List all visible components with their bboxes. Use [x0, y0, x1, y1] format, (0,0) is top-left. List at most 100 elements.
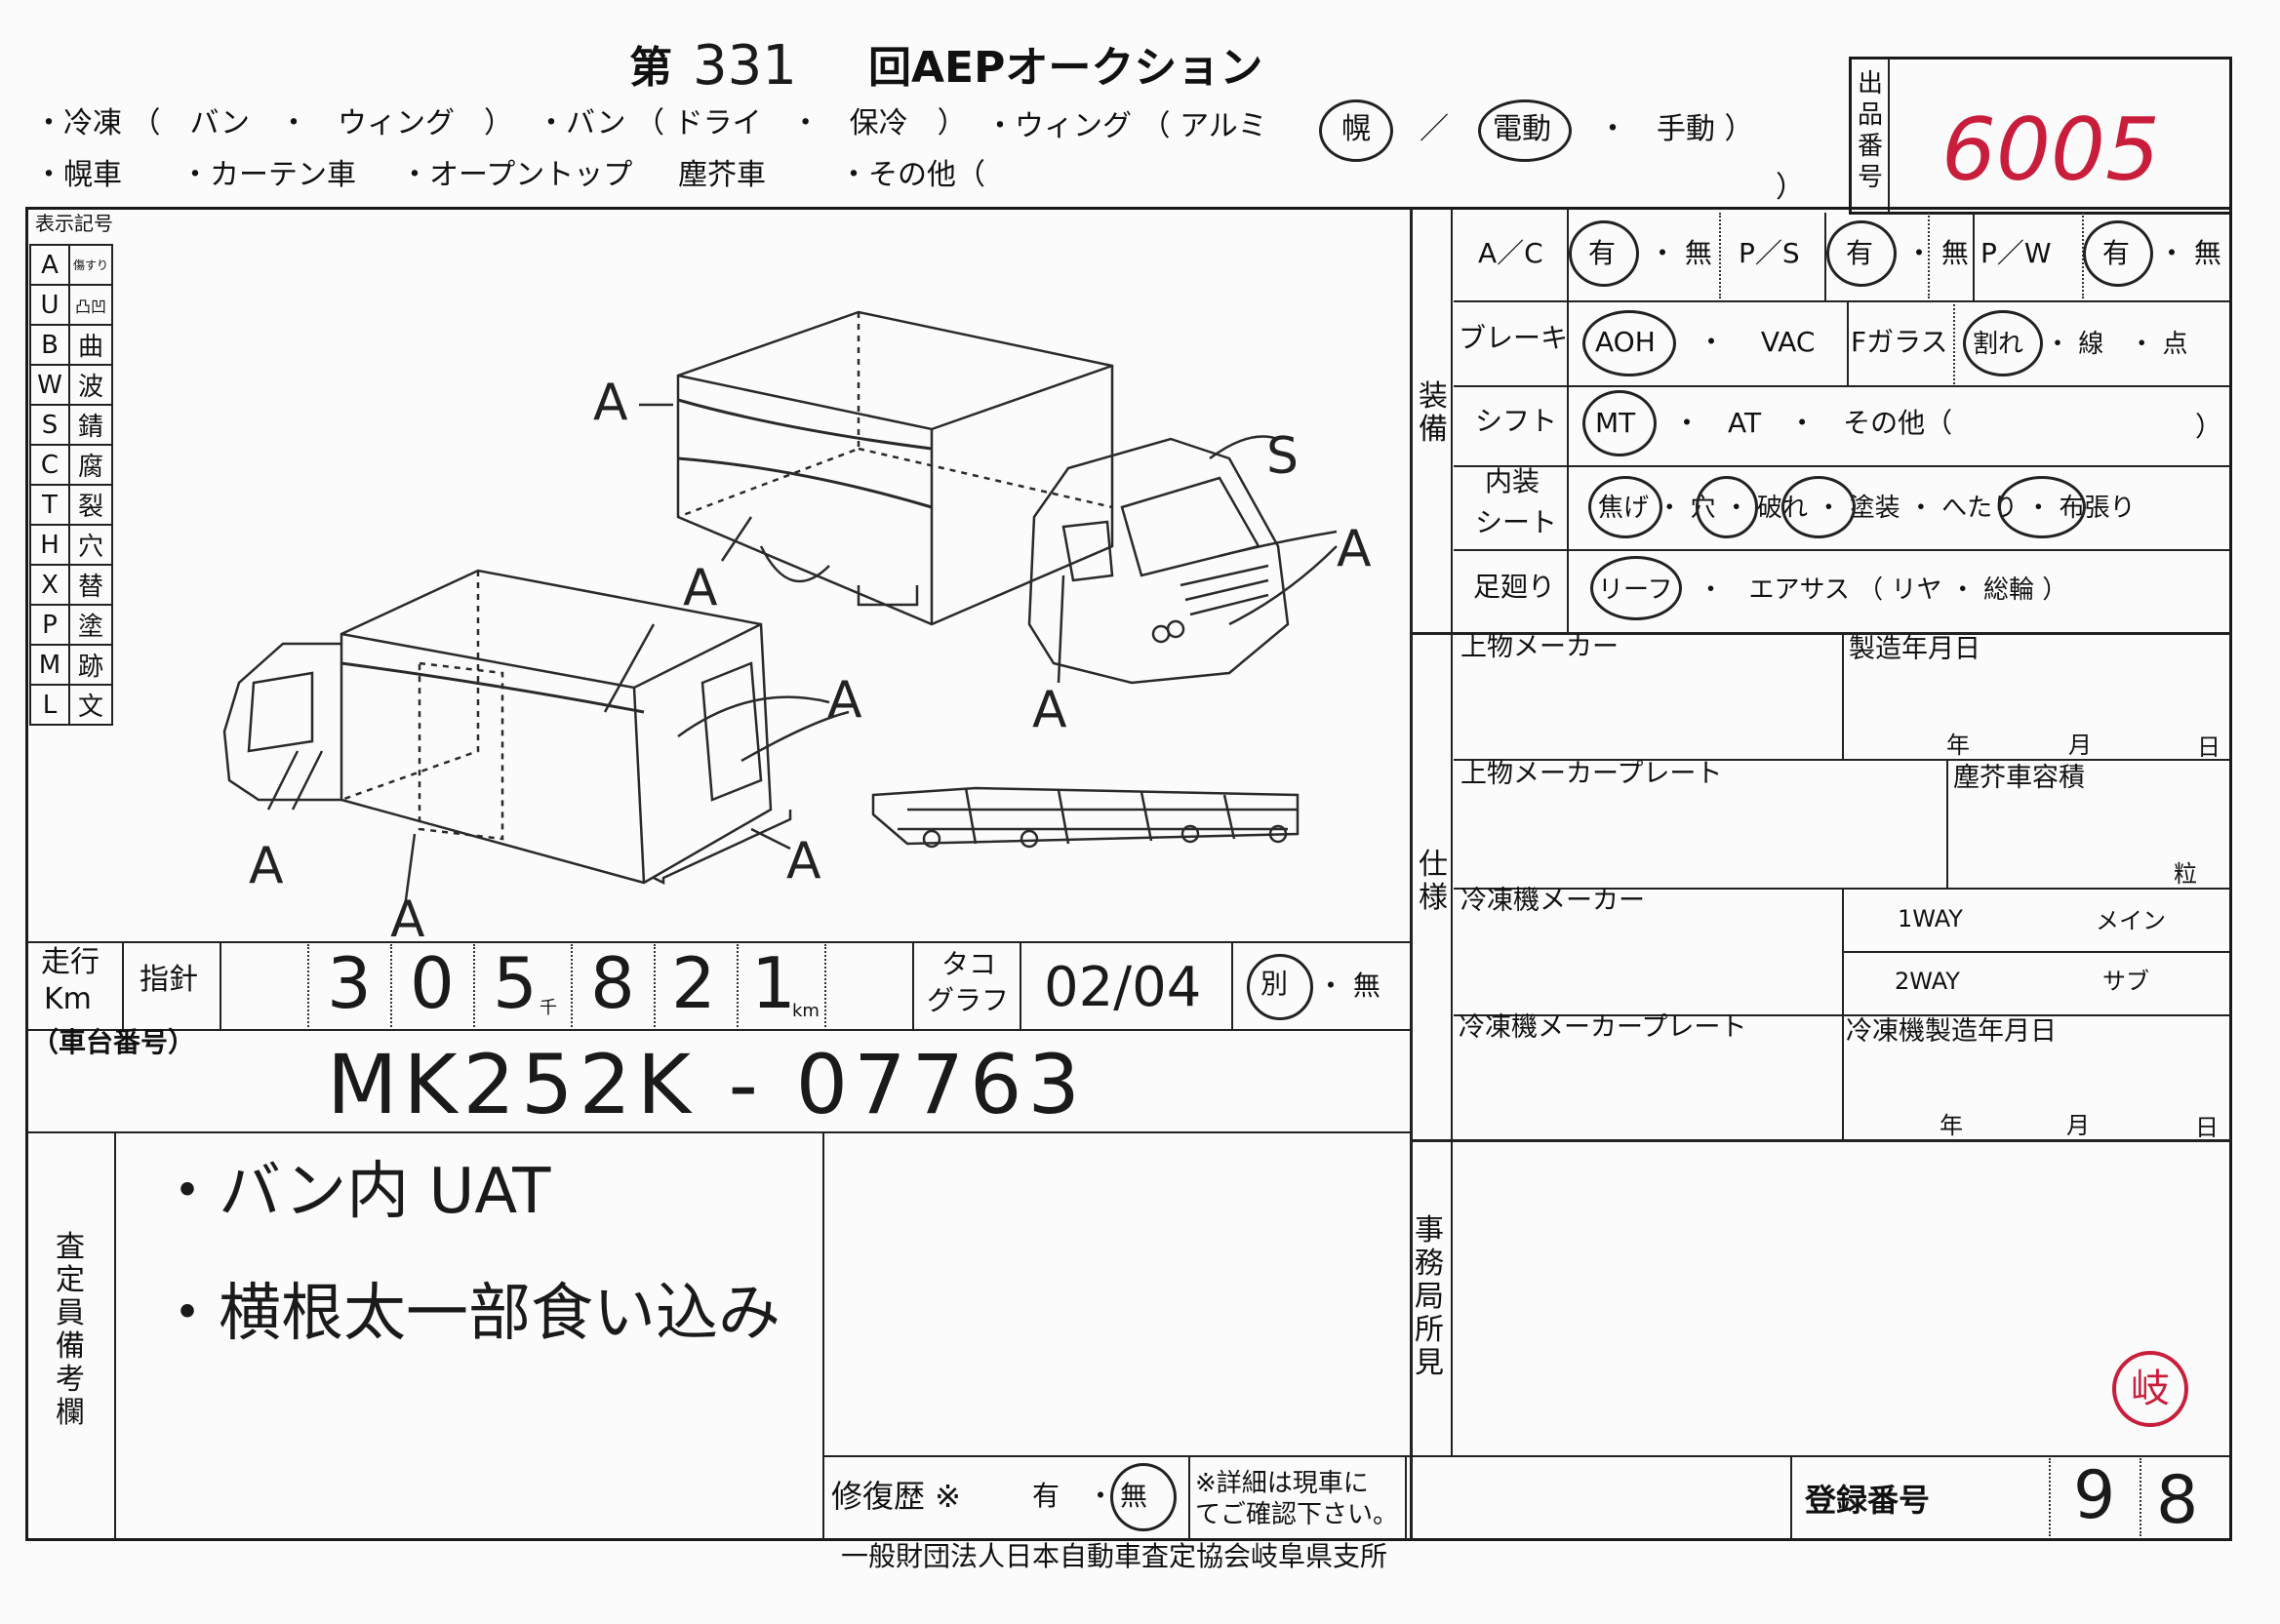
footer-organization: 一般財団法人日本自動車査定協会岐阜県支所	[841, 1540, 1388, 1572]
ps-no: ・ 無	[1905, 237, 1969, 269]
pw-no: ・ 無	[2158, 237, 2221, 269]
circle-mark	[1963, 310, 2043, 376]
circle-mark	[1582, 390, 1657, 456]
circle-mark	[1998, 476, 2086, 538]
fglass-label: Fガラス	[1851, 326, 1948, 358]
damage-mark: A	[593, 374, 628, 432]
interior-seat-label: シート	[1475, 506, 1558, 538]
damage-mark: A	[827, 671, 862, 730]
circle-mark	[1696, 476, 1758, 538]
sub-label: サブ	[2102, 968, 2149, 995]
lot-number-value: 6005	[1941, 99, 2160, 200]
circle-mark	[1588, 476, 1662, 538]
option-other: ・その他（	[839, 158, 985, 192]
mileage-digit: 2	[671, 942, 716, 1024]
office-remarks-label: 事務局所見	[1415, 1213, 1444, 1380]
inspector-note: ・バン内 UAT	[156, 1156, 551, 1228]
reefer-year: 年	[1940, 1112, 1963, 1139]
shift-label: シフト	[1475, 405, 1558, 437]
jinkai-capacity-label: 塵芥車容積	[1953, 763, 2085, 793]
damage-mark: A	[249, 837, 284, 895]
ps-label: P／S	[1739, 237, 1800, 269]
circle-mark	[1582, 310, 1676, 376]
symbol-table-header: 表示記号	[35, 212, 113, 235]
mileage-digit: 0	[410, 942, 455, 1024]
title-prefix: 第	[629, 43, 672, 93]
circle-mark	[1826, 220, 1897, 287]
circle-mark	[1247, 954, 1313, 1020]
tacho-graph-label: グラフ	[927, 984, 1010, 1016]
damage-mark: A	[1337, 520, 1372, 578]
circle-mark	[1478, 99, 1572, 162]
damage-mark: A	[1032, 681, 1067, 739]
round-number: 331	[693, 34, 797, 98]
reefer-plate-label: 冷凍機メーカープレート	[1459, 1012, 1747, 1043]
main-label: メイン	[2096, 907, 2166, 934]
mileage-digit: 8	[590, 942, 635, 1024]
twoway-label: 2WAY	[1895, 968, 1960, 995]
option-reefer: ・冷凍 （ バン ・ ウィング ）	[34, 106, 514, 140]
oneway-label: 1WAY	[1898, 905, 1963, 932]
fglass-rest: ・ 線 ・ 点	[2045, 330, 2188, 359]
repair-note: ※詳細は現車に	[1195, 1469, 1369, 1498]
lower-truck-cab	[222, 642, 341, 802]
chassis-label: （車台番号）	[31, 1026, 196, 1058]
chassis-frame	[871, 786, 1300, 846]
thousand-unit: 千	[540, 998, 557, 1018]
upper-truck-box	[676, 310, 1114, 626]
ac-no: ・ 無	[1649, 237, 1712, 269]
body-maker-label: 上物メーカー	[1460, 632, 1619, 662]
tacho-none: ・ 無	[1317, 970, 1380, 1002]
circle-mark	[2083, 220, 2153, 287]
repair-note: てご確認下さい。	[1195, 1500, 1399, 1529]
option-van: ・バン （ ドライ ・ 保冷 ）	[537, 106, 967, 140]
grain-unit: 粒	[2174, 860, 2197, 888]
mfg-year: 年	[1946, 732, 1970, 759]
tacho-value: 02/04	[1044, 956, 1202, 1019]
upper-truck-cab	[1027, 437, 1290, 685]
registration-digit: 9	[2073, 1457, 2116, 1534]
circle-mark	[1569, 220, 1639, 287]
lot-number-box	[1849, 57, 2232, 215]
auction-title: 回AEPオークション	[868, 43, 1263, 93]
mfg-day: 日	[2197, 733, 2220, 761]
option-other-close: ）	[1776, 171, 1805, 205]
option-curtain: ・カーテン車	[180, 158, 356, 192]
indicator-label: 指針	[140, 963, 198, 997]
damage-mark: A	[786, 832, 821, 891]
mileage-digit: 3	[327, 942, 372, 1024]
option-jinkai: 塵芥車	[678, 158, 766, 192]
mileage-unit-label: Km	[44, 982, 92, 1016]
truck-diagram: A S A A A A A A A A	[222, 310, 1372, 936]
circle-mark	[1319, 99, 1393, 162]
mfg-month: 月	[2068, 732, 2092, 759]
shift-rest: ・ AT ・ その他（	[1673, 407, 1953, 439]
pw-label: P／W	[1980, 237, 2052, 269]
ac-label: A／C	[1478, 237, 1543, 269]
brake-label: ブレーキ	[1459, 322, 1569, 354]
mfg-date-label: 製造年月日	[1849, 634, 1980, 664]
suspension-label: 足廻り	[1473, 571, 1556, 603]
mileage-digit: 1	[751, 942, 796, 1024]
reefer-maker-label: 冷凍機メーカー	[1460, 886, 1645, 916]
equipment-section-label: 装備	[1419, 379, 1448, 447]
circle-mark	[1590, 556, 1682, 620]
body-plate-label: 上物メーカープレート	[1460, 759, 1723, 789]
option-horo-car: ・幌車	[34, 158, 122, 192]
spec-section-label: 仕様	[1419, 848, 1448, 915]
damage-mark: S	[1266, 427, 1299, 486]
mileage-digit: 5	[493, 942, 538, 1024]
